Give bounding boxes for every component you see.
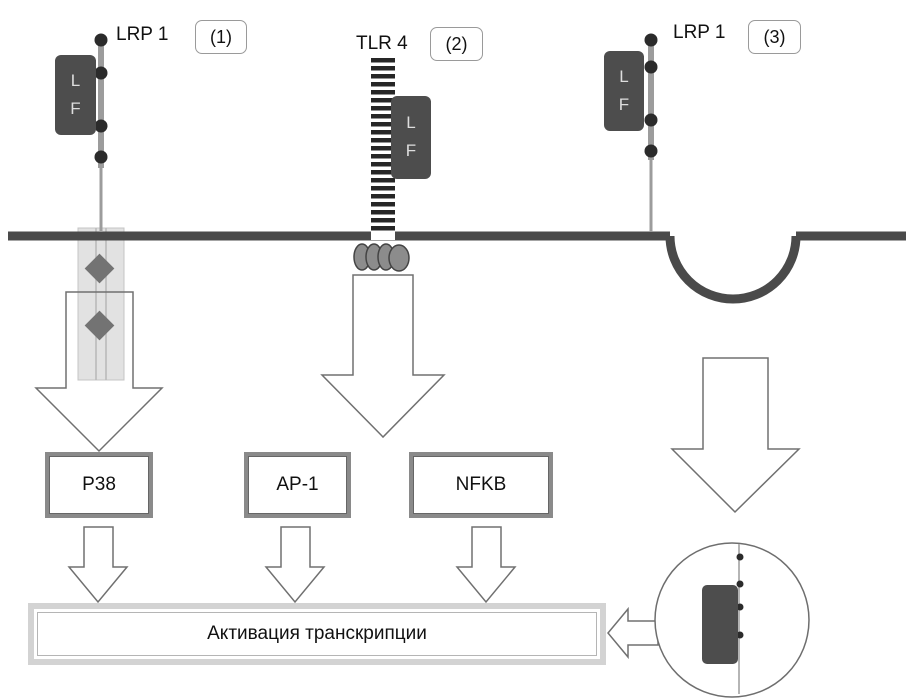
tlr4-stripe <box>371 218 395 223</box>
tlr4-stripe <box>371 82 395 87</box>
tlr4-stripe <box>371 90 395 95</box>
inset-lactoferrin <box>702 585 738 664</box>
receptor-3-domain <box>645 34 658 47</box>
adaptor-protein <box>389 245 409 271</box>
receptor-1-domain <box>95 151 108 164</box>
tlr4-stripe <box>371 74 395 79</box>
receptor-3-number: (3) <box>748 20 801 54</box>
tlr4-stripe <box>371 202 395 207</box>
receptor-1-label: LRP 1 <box>116 24 168 46</box>
factor-p38-label: P38 <box>49 456 149 514</box>
transcription-activation-box: Активация транскрипции <box>28 603 606 665</box>
tlr4-stripe <box>371 194 395 199</box>
tlr4-stripe <box>371 66 395 71</box>
signal-band <box>78 228 124 380</box>
receptor-2-label: TLR 4 <box>356 33 408 55</box>
transcription-activation-label: Активация транскрипции <box>207 623 427 645</box>
tlr4-stripe <box>371 226 395 231</box>
inset-receptor-domain <box>737 581 744 588</box>
arrow-receptor-2 <box>322 275 444 437</box>
arrow-nucleus-to-transcription <box>608 609 658 657</box>
tlr4-stripe <box>371 210 395 215</box>
factor-p38: P38 <box>45 452 153 518</box>
receptor-1-domain <box>95 34 108 47</box>
receptor-1-domain <box>95 67 108 80</box>
factor-nfkb-label: NFKB <box>413 456 549 514</box>
endocytic-pit <box>670 236 796 299</box>
adaptor-complex <box>354 244 409 271</box>
arrow-ap1-to-transcription <box>266 527 324 602</box>
arrow-receptor-3 <box>672 358 799 512</box>
factor-ap1-label: AP-1 <box>248 456 347 514</box>
receptor-1-domain <box>95 120 108 133</box>
receptor-3-domain <box>645 145 658 158</box>
receptor-2-number: (2) <box>430 27 483 61</box>
inset-receptor-domain <box>737 554 744 561</box>
factor-ap1: AP-1 <box>244 452 351 518</box>
receptor-3-domain <box>645 114 658 127</box>
tlr4-stripe <box>371 178 395 183</box>
receptor-3-label: LRP 1 <box>673 22 725 44</box>
receptor-3-domain <box>645 61 658 74</box>
arrow-nfkb-to-transcription <box>457 527 515 602</box>
receptor-1-number: (1) <box>195 20 247 54</box>
arrow-p38-to-transcription <box>69 527 127 602</box>
tlr4-stripe <box>371 186 395 191</box>
factor-nfkb: NFKB <box>409 452 553 518</box>
tlr4-stripe <box>371 58 395 63</box>
